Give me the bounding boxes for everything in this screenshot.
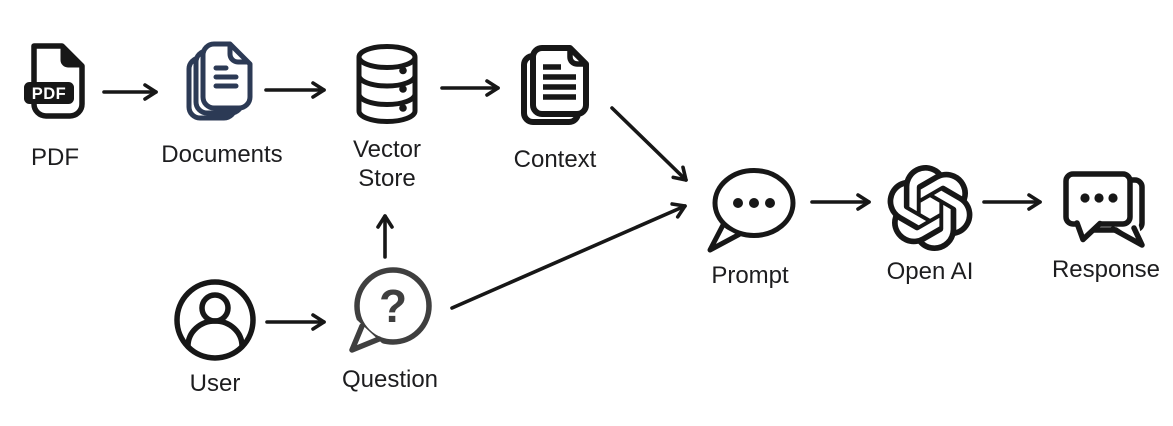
user-avatar-icon [174, 279, 256, 361]
node-vector-store-label: Vector Store [352, 136, 422, 192]
node-user-label: User [189, 370, 241, 397]
openai-logo-icon [887, 165, 973, 252]
node-vector-store: Vector Store [322, 42, 452, 194]
node-response: Response [1044, 166, 1168, 285]
chat-bubble-ellipsis-icon [707, 168, 796, 253]
node-documents-label: Documents [161, 141, 283, 168]
node-user: User [160, 278, 270, 399]
question-bubble-icon: ? [349, 267, 432, 353]
node-pdf-label: PDF [31, 144, 79, 171]
database-icon [356, 44, 418, 124]
arrow-context-to-prompt [610, 106, 688, 182]
node-question-label: Question [341, 366, 439, 393]
node-prompt-label: Prompt [711, 262, 789, 289]
node-documents: Documents [152, 37, 292, 170]
chat-bubbles-response-icon [1063, 171, 1145, 248]
pdf-badge-text: PDF [32, 85, 67, 103]
node-context-label: Context [513, 146, 597, 173]
node-question: ? Question [330, 264, 450, 395]
node-context: Context [490, 42, 620, 175]
question-mark-glyph: ? [379, 280, 407, 332]
node-openai-label: Open AI [886, 258, 974, 285]
node-prompt: Prompt [690, 164, 810, 291]
context-pages-icon [521, 45, 589, 125]
node-openai: Open AI [870, 164, 990, 287]
documents-stack-icon [186, 41, 253, 121]
arrow-question-to-prompt [450, 202, 687, 310]
pdf-file-icon: PDF [24, 43, 85, 119]
node-pdf: PDF PDF [0, 42, 110, 173]
node-response-label: Response [1051, 256, 1161, 283]
